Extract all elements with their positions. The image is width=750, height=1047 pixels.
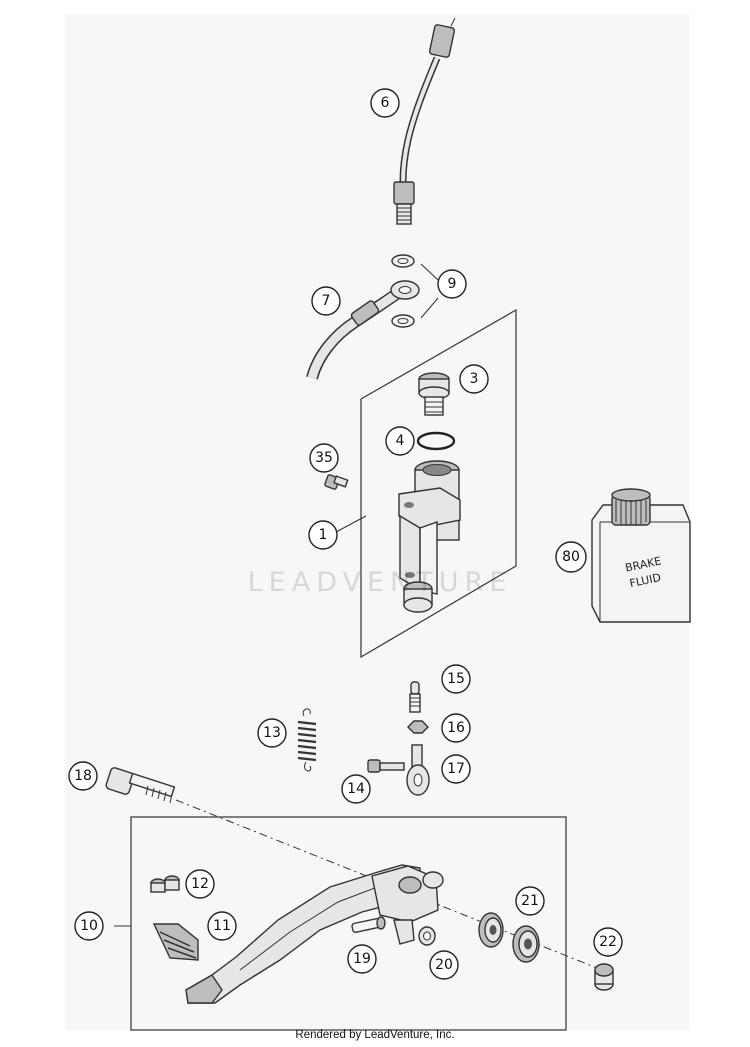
collar-bolt-14[interactable]	[367, 759, 405, 773]
callout-80[interactable]: 80	[555, 541, 587, 573]
callout-11-label: 11	[213, 918, 231, 934]
watermark-text: LEADVENTURE	[247, 567, 513, 598]
callout-3[interactable]: 3	[459, 364, 489, 394]
reservoir-plug-3[interactable]	[418, 372, 450, 416]
callout-1[interactable]: 1	[308, 520, 338, 550]
callout-35[interactable]: 35	[309, 443, 339, 473]
spring-13[interactable]	[297, 708, 317, 772]
callout-16-label: 16	[447, 720, 465, 736]
callout-1-label: 1	[319, 527, 328, 543]
callout-18-label: 18	[74, 768, 92, 784]
callout-19[interactable]: 19	[347, 944, 377, 974]
pin-19[interactable]	[351, 916, 386, 933]
screw-35[interactable]	[324, 474, 349, 490]
callout-21-label: 21	[521, 893, 539, 909]
callout-16[interactable]: 16	[441, 713, 471, 743]
callout-14-label: 14	[347, 781, 365, 797]
o-ring-4[interactable]	[416, 431, 456, 451]
callout-9[interactable]: 9	[437, 269, 467, 299]
brake-hose-7[interactable]	[306, 280, 420, 380]
render-credit-footer: Rendered by LeadVenture, Inc.	[295, 1029, 455, 1041]
push-rod-15[interactable]	[409, 681, 421, 713]
sealing-rings-9[interactable]	[391, 254, 415, 328]
bushings-12[interactable]	[150, 875, 180, 893]
callout-3-label: 3	[470, 371, 479, 387]
collar-nut-22[interactable]	[594, 963, 614, 991]
callout-leader-lines	[114, 263, 439, 927]
callout-12[interactable]: 12	[185, 869, 215, 899]
callout-7-label: 7	[322, 293, 331, 309]
callout-6-label: 6	[381, 95, 390, 111]
callout-12-label: 12	[191, 876, 209, 892]
callout-17-label: 17	[447, 761, 465, 777]
master-cylinder-group-frame	[360, 308, 517, 659]
callout-18[interactable]: 18	[68, 761, 98, 791]
brake-pedal-10[interactable]	[185, 864, 444, 1004]
callout-35-label: 35	[315, 450, 333, 466]
callout-13-label: 13	[263, 725, 281, 741]
callout-22[interactable]: 22	[593, 927, 623, 957]
brake-lever-group-frame	[130, 816, 567, 1031]
callout-20-label: 20	[435, 957, 453, 973]
callout-80-label: 80	[562, 549, 580, 565]
callout-9-label: 9	[448, 276, 457, 292]
callout-10[interactable]: 10	[74, 911, 104, 941]
callout-13[interactable]: 13	[257, 718, 287, 748]
callout-4[interactable]: 4	[385, 426, 415, 456]
fork-head-17[interactable]	[406, 744, 430, 796]
diagram-background	[65, 14, 690, 1030]
bottle-label-line2: FLUID	[628, 571, 662, 590]
callout-7[interactable]: 7	[311, 286, 341, 316]
callout-17[interactable]: 17	[441, 754, 471, 784]
pivot-screw-18[interactable]	[105, 767, 176, 804]
callout-14[interactable]: 14	[341, 774, 371, 804]
callout-10-label: 10	[80, 918, 98, 934]
callout-15[interactable]: 15	[441, 664, 471, 694]
assembly-axis-line	[175, 799, 608, 973]
callout-20[interactable]: 20	[429, 950, 459, 980]
callout-6[interactable]: 6	[370, 88, 400, 118]
brake-light-switch-6[interactable]	[393, 17, 456, 225]
washer-20[interactable]	[418, 926, 436, 946]
callout-19-label: 19	[353, 951, 371, 967]
callout-11[interactable]: 11	[207, 911, 237, 941]
step-plate-11[interactable]	[152, 923, 199, 961]
master-cylinder-1[interactable]	[398, 460, 461, 613]
nut-16[interactable]	[407, 720, 429, 734]
callout-15-label: 15	[447, 671, 465, 687]
callout-22-label: 22	[599, 934, 617, 950]
callout-4-label: 4	[396, 433, 405, 449]
callout-21[interactable]: 21	[515, 886, 545, 916]
bearings-21[interactable]	[478, 912, 540, 963]
brake-fluid-bottle-80[interactable]: BRAKE FLUID	[591, 488, 691, 623]
